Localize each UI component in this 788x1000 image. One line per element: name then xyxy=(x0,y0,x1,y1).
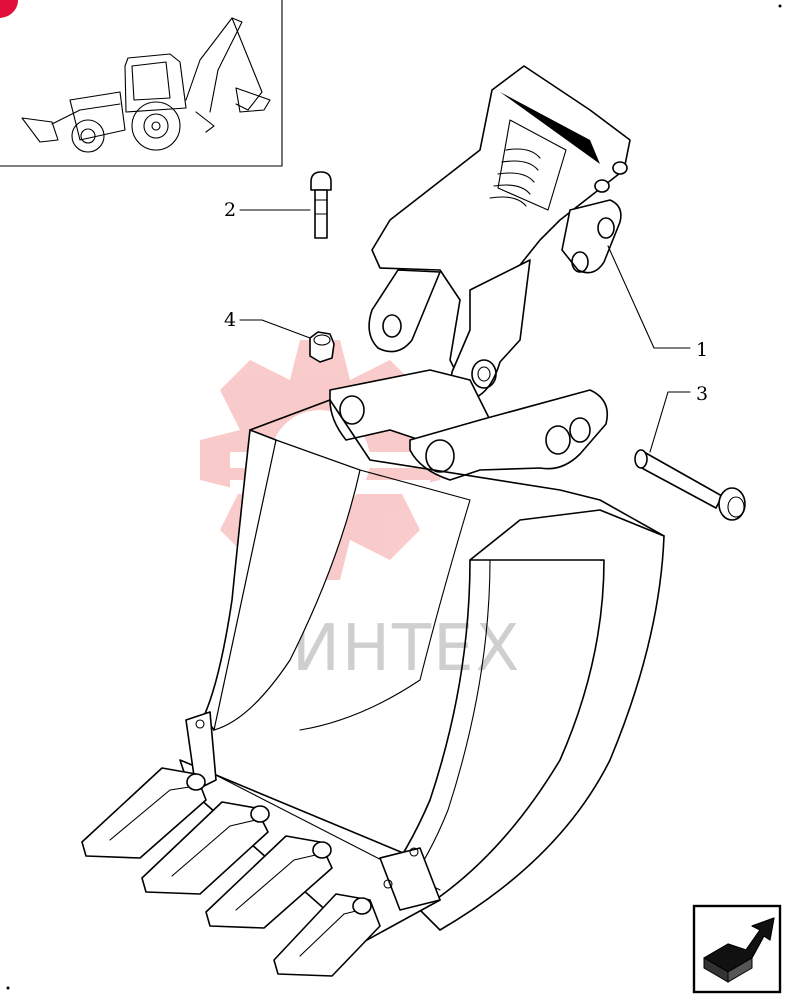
tooth-4 xyxy=(273,893,381,977)
bucket-teeth xyxy=(81,767,381,977)
tooth-1 xyxy=(81,767,207,859)
pin-part xyxy=(634,449,746,521)
page-dot-top xyxy=(778,4,782,8)
coupler-part xyxy=(368,65,631,401)
thumbnail-frame xyxy=(0,0,283,167)
corner-marker xyxy=(0,0,18,18)
bolt-part xyxy=(310,171,332,239)
tooth-3 xyxy=(205,835,333,929)
next-page-arrow-icon[interactable] xyxy=(692,904,782,994)
callout-2: 2 xyxy=(224,199,236,221)
nut-part xyxy=(309,331,335,363)
leader-lines xyxy=(239,209,691,453)
callout-3: 3 xyxy=(696,383,708,405)
callout-4: 4 xyxy=(224,309,236,331)
page-dot xyxy=(6,986,10,990)
backhoe-loader-icon xyxy=(21,17,271,153)
tooth-2 xyxy=(141,801,270,895)
callout-1: 1 xyxy=(696,339,708,361)
